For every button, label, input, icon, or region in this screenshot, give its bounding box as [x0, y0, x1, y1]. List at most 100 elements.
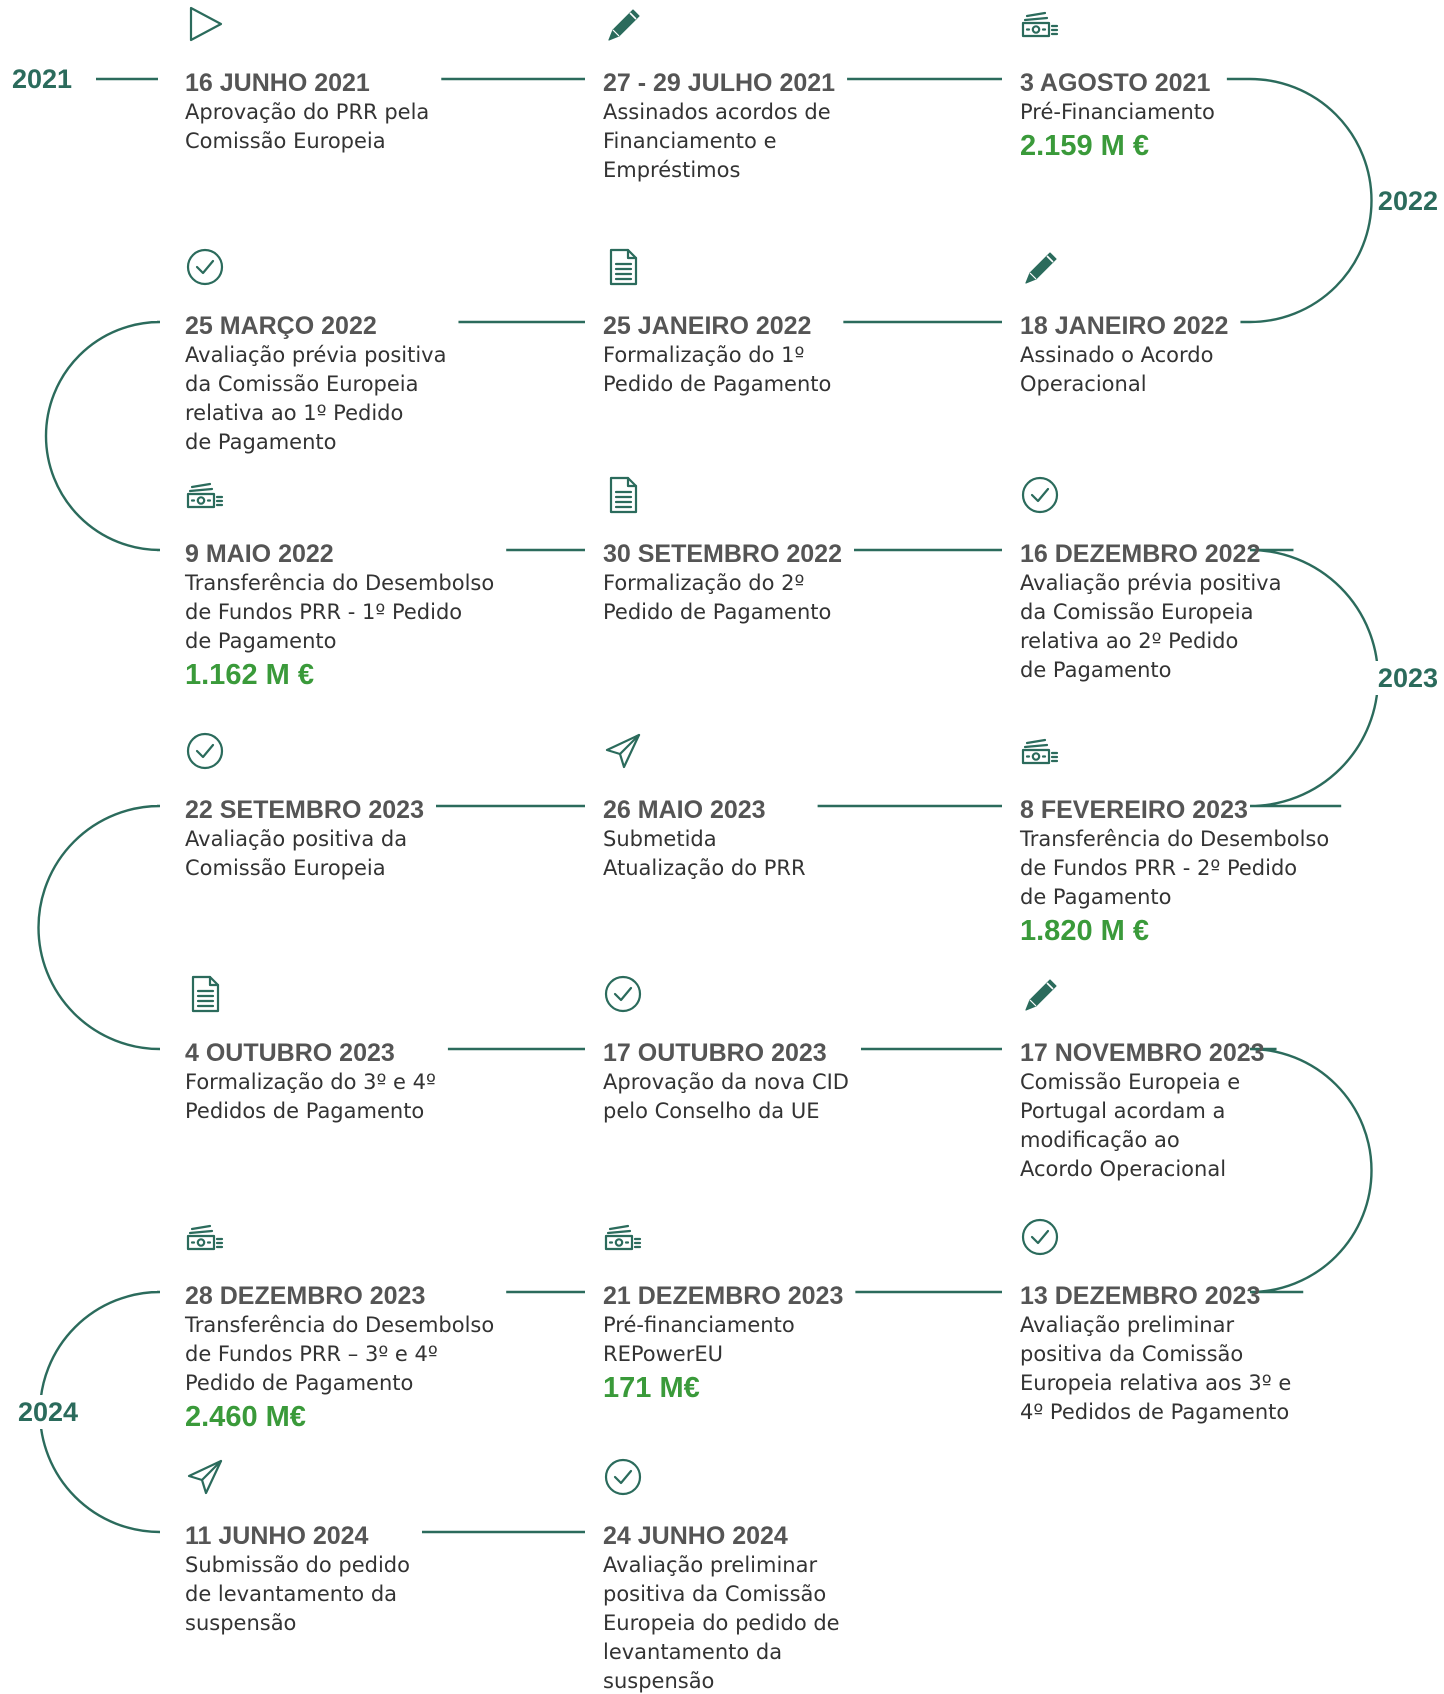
pen-icon	[603, 4, 643, 44]
event-description-line: de Fundos PRR - 1º Pedido	[185, 600, 463, 624]
year-label: 2021	[8, 62, 77, 96]
money-icon	[603, 1217, 643, 1257]
event-description-line: da Comissão Europeia	[185, 372, 419, 396]
event-description-line: Formalização do 3º e 4º	[185, 1070, 436, 1094]
event-description-line: suspensão	[603, 1669, 715, 1693]
event-description-line: Avaliação preliminar	[1020, 1313, 1235, 1337]
event-date: 16 JUNHO 2021	[185, 69, 370, 97]
pen-icon	[1020, 974, 1060, 1014]
pen-icon	[1020, 247, 1060, 287]
event-amount: 2.159 M €	[1020, 130, 1149, 162]
event-description-line: Pré-financiamento	[603, 1313, 795, 1337]
event-description-line: de Fundos PRR - 2º Pedido	[1020, 856, 1298, 880]
connector-arc	[1226, 77, 1373, 324]
event-description-line: de Pagamento	[1020, 658, 1172, 682]
event-description: Transferência do Desembolso de Fundos PRR…	[185, 569, 494, 656]
event-description-line: 4º Pedidos de Pagamento	[1020, 1400, 1290, 1424]
paper-plane-icon	[185, 1457, 225, 1497]
event-description-line: Empréstimos	[603, 158, 741, 182]
event-date: 30 SETEMBRO 2022	[603, 540, 842, 568]
event-description: Avaliação prévia positiva da Comissão Eur…	[1020, 569, 1281, 685]
event-description-line: de Pagamento	[185, 430, 337, 454]
event-description-line: Acordo Operacional	[1020, 1157, 1227, 1181]
event-description: Transferência do Desembolso de Fundos PRR…	[1020, 825, 1329, 912]
event-amount: 2.460 M€	[185, 1401, 306, 1433]
event-description-line: Transferência do Desembolso	[185, 1313, 495, 1337]
check-circle-icon	[185, 247, 225, 287]
event-date: 21 DEZEMBRO 2023	[603, 1282, 844, 1310]
event-date: 25 MARÇO 2022	[185, 312, 377, 340]
event-description-line: de Pagamento	[185, 629, 337, 653]
event-description-line: da Comissão Europeia	[1020, 600, 1254, 624]
event-date: 26 MAIO 2023	[603, 796, 766, 824]
check-circle-icon	[1020, 475, 1060, 515]
money-icon	[1020, 731, 1060, 771]
event-description-line: Submissão do pedido	[185, 1553, 410, 1577]
event-amount: 171 M€	[603, 1372, 700, 1404]
event-description-line: Comissão Europeia	[185, 856, 386, 880]
event-amount: 1.162 M €	[185, 659, 314, 691]
event-description-line: Avaliação positiva da	[185, 827, 408, 851]
event-date: 17 NOVEMBRO 2023	[1020, 1039, 1265, 1067]
event-description-line: relativa ao 2º Pedido	[1020, 629, 1239, 653]
check-circle-icon	[603, 974, 643, 1014]
event-description-line: Europeia relativa aos 3º e	[1020, 1371, 1292, 1395]
event-date: 9 MAIO 2022	[185, 540, 334, 568]
event-description-line: Transferência do Desembolso	[1020, 827, 1330, 851]
event-description-line: Pré-Financiamento	[1020, 100, 1215, 124]
connector-arc	[44, 320, 161, 552]
connector-arc	[1249, 1047, 1373, 1294]
event-description-line: Avaliação preliminar	[603, 1553, 818, 1577]
event-description-line: Portugal acordam a	[1020, 1099, 1226, 1123]
event-description-line: REPowerEU	[603, 1342, 723, 1366]
year-label: 2024	[14, 1395, 83, 1429]
money-icon	[1020, 4, 1060, 44]
event-date: 11 JUNHO 2024	[185, 1522, 369, 1550]
event-description-line: Comissão Europeia	[185, 129, 386, 153]
connector-arc	[37, 804, 161, 1051]
event-description-line: Operacional	[1020, 372, 1147, 396]
event-description-line: Transferência do Desembolso	[185, 571, 495, 595]
year-label: 2022	[1373, 183, 1442, 218]
event-description-line: de Pagamento	[1020, 885, 1172, 909]
event-date: 8 FEVEREIRO 2023	[1020, 796, 1248, 824]
event-description-line: de levantamento da	[185, 1582, 398, 1606]
event-description-line: Atualização do PRR	[603, 856, 806, 880]
event-description-line: relativa ao 1º Pedido	[185, 401, 404, 425]
event-description-line: Comissão Europeia e	[1020, 1070, 1241, 1094]
event-date: 25 JANEIRO 2022	[603, 312, 812, 340]
event-amount: 1.820 M €	[1020, 915, 1149, 947]
event-description-line: Pedido de Pagamento	[185, 1371, 414, 1395]
event-date: 13 DEZEMBRO 2023	[1020, 1282, 1261, 1310]
event-description-line: Avaliação prévia positiva	[1020, 571, 1282, 595]
check-circle-icon	[185, 731, 225, 771]
event-description: Avaliação positiva da Comissão Europeia	[185, 825, 424, 883]
event-description-line: levantamento da	[603, 1640, 783, 1664]
event-description-line: Avaliação prévia positiva	[185, 343, 447, 367]
